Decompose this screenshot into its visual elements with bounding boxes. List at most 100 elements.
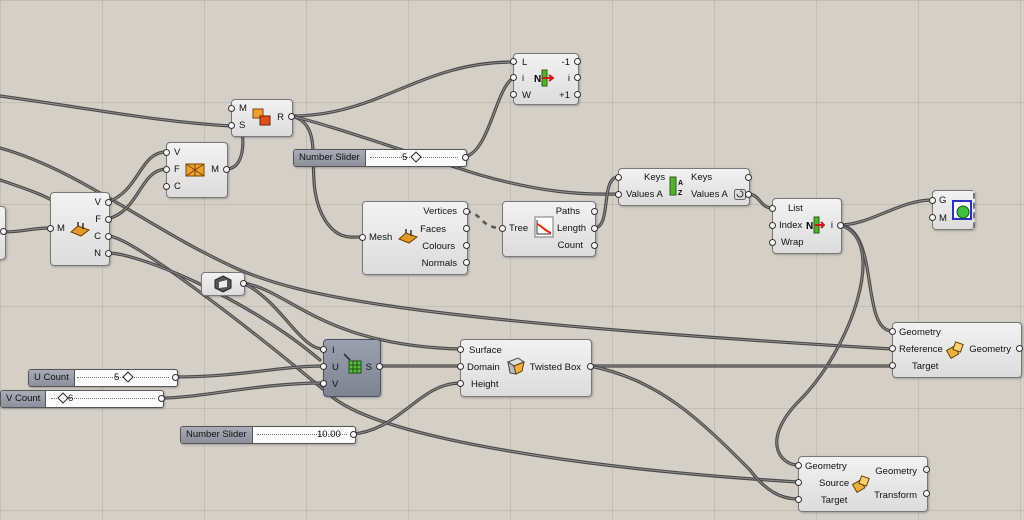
slider-value: 5 — [114, 372, 120, 383]
twisted-box-component[interactable]: Surface Domain Height Twisted Box — [460, 339, 592, 397]
wire-13[interactable] — [463, 76, 515, 159]
input-port[interactable] — [929, 197, 936, 204]
surface-param-component[interactable] — [201, 272, 245, 296]
merge-meshes-component[interactable]: M S R — [231, 99, 293, 137]
custom-preview-component[interactable]: G M — [932, 190, 975, 230]
shift-list-component[interactable]: L i W N -1 i +1 — [513, 53, 579, 105]
mesh-construct-component[interactable]: V F C M — [166, 142, 228, 198]
output-port[interactable] — [350, 431, 357, 438]
input-port[interactable] — [228, 122, 235, 129]
slider-track[interactable] — [51, 398, 155, 399]
input-port[interactable] — [457, 363, 464, 370]
input-port[interactable] — [499, 225, 506, 232]
input-port[interactable] — [457, 380, 464, 387]
wire-17[interactable] — [838, 223, 894, 333]
wire-8[interactable] — [106, 251, 322, 362]
output-port[interactable] — [591, 242, 598, 249]
input-port[interactable] — [320, 380, 327, 387]
port-label-i: i — [830, 220, 833, 231]
input-port[interactable] — [889, 328, 896, 335]
input-port[interactable] — [320, 346, 327, 353]
settings-icon[interactable] — [734, 189, 746, 203]
orient-component-bottom[interactable]: Geometry Source Target Geometry Transfor… — [798, 456, 928, 512]
output-port[interactable] — [574, 58, 581, 65]
slider-handle[interactable] — [57, 392, 69, 404]
wire-dashed-tree[interactable] — [465, 209, 503, 230]
output-port[interactable] — [591, 225, 598, 232]
input-port[interactable] — [320, 363, 327, 370]
input-port[interactable] — [510, 74, 517, 81]
output-port[interactable] — [172, 374, 179, 381]
output-port[interactable] — [0, 228, 7, 235]
wire-22[interactable] — [160, 381, 325, 400]
output-port[interactable] — [574, 91, 581, 98]
input-port[interactable] — [510, 91, 517, 98]
surface-divide-component[interactable]: I U V S — [323, 339, 381, 397]
deconstruct-mesh-component[interactable]: Mesh Vertices Faces Colours Normals — [362, 201, 468, 275]
input-port[interactable] — [889, 345, 896, 352]
number-slider-top[interactable]: Number Slider 5 — [293, 149, 467, 167]
output-port[interactable] — [462, 154, 469, 161]
output-port[interactable] — [745, 174, 752, 181]
output-port[interactable] — [105, 233, 112, 240]
output-port[interactable] — [923, 466, 930, 473]
input-port[interactable] — [163, 166, 170, 173]
input-port[interactable] — [615, 174, 622, 181]
v-count-slider[interactable]: V Count 6 — [0, 390, 164, 408]
list-item-component[interactable]: List Index Wrap N i — [772, 198, 842, 254]
input-port[interactable] — [889, 362, 896, 369]
output-port[interactable] — [463, 242, 470, 249]
port-label-colours: Colours — [422, 241, 455, 252]
port-label-transform: Transform — [874, 490, 917, 501]
output-port[interactable] — [463, 259, 470, 266]
output-port[interactable] — [376, 363, 383, 370]
input-port[interactable] — [769, 222, 776, 229]
u-count-slider[interactable]: U Count 5 — [28, 369, 178, 387]
input-port[interactable] — [359, 234, 366, 241]
output-port[interactable] — [463, 225, 470, 232]
output-port[interactable] — [105, 250, 112, 257]
input-port[interactable] — [163, 149, 170, 156]
slider-value: 5 — [402, 152, 408, 163]
input-port[interactable] — [47, 225, 54, 232]
slider-handle[interactable] — [122, 371, 134, 383]
input-port[interactable] — [769, 205, 776, 212]
output-port[interactable] — [1016, 345, 1023, 352]
output-port[interactable] — [288, 113, 295, 120]
input-port[interactable] — [795, 479, 802, 486]
output-port[interactable] — [105, 199, 112, 206]
input-port[interactable] — [795, 496, 802, 503]
output-port[interactable] — [591, 208, 598, 215]
slider-handle[interactable] — [410, 151, 422, 163]
slider-track[interactable] — [257, 434, 347, 435]
wire-10[interactable] — [289, 60, 515, 118]
input-port[interactable] — [795, 462, 802, 469]
output-port[interactable] — [923, 490, 930, 497]
height-number-slider[interactable]: Number Slider 10.00 — [180, 426, 356, 444]
orient-component-top[interactable]: Geometry Reference Target Geometry — [892, 322, 1022, 378]
output-port[interactable] — [105, 216, 112, 223]
output-port[interactable] — [158, 395, 165, 402]
input-port[interactable] — [769, 239, 776, 246]
input-port[interactable] — [228, 105, 235, 112]
deconstruct-mesh-left[interactable]: M V F C N — [50, 192, 110, 266]
output-port[interactable] — [574, 74, 581, 81]
input-port[interactable] — [929, 214, 936, 221]
input-port[interactable] — [457, 346, 464, 353]
output-port[interactable] — [240, 280, 247, 287]
input-port[interactable] — [163, 183, 170, 190]
output-port[interactable] — [837, 222, 844, 229]
output-port[interactable] — [745, 191, 752, 198]
tree-statistics-component[interactable]: Tree Paths Length Count — [502, 201, 596, 257]
input-port[interactable] — [510, 58, 517, 65]
port-label-wrap: Wrap — [781, 237, 804, 248]
wire-1[interactable] — [0, 94, 233, 128]
output-port[interactable] — [463, 208, 470, 215]
input-port[interactable] — [615, 191, 622, 198]
port-label-v: V — [174, 147, 181, 158]
output-port[interactable] — [587, 363, 594, 370]
output-port[interactable] — [223, 166, 230, 173]
port-label-values-a: Values A — [626, 189, 663, 200]
